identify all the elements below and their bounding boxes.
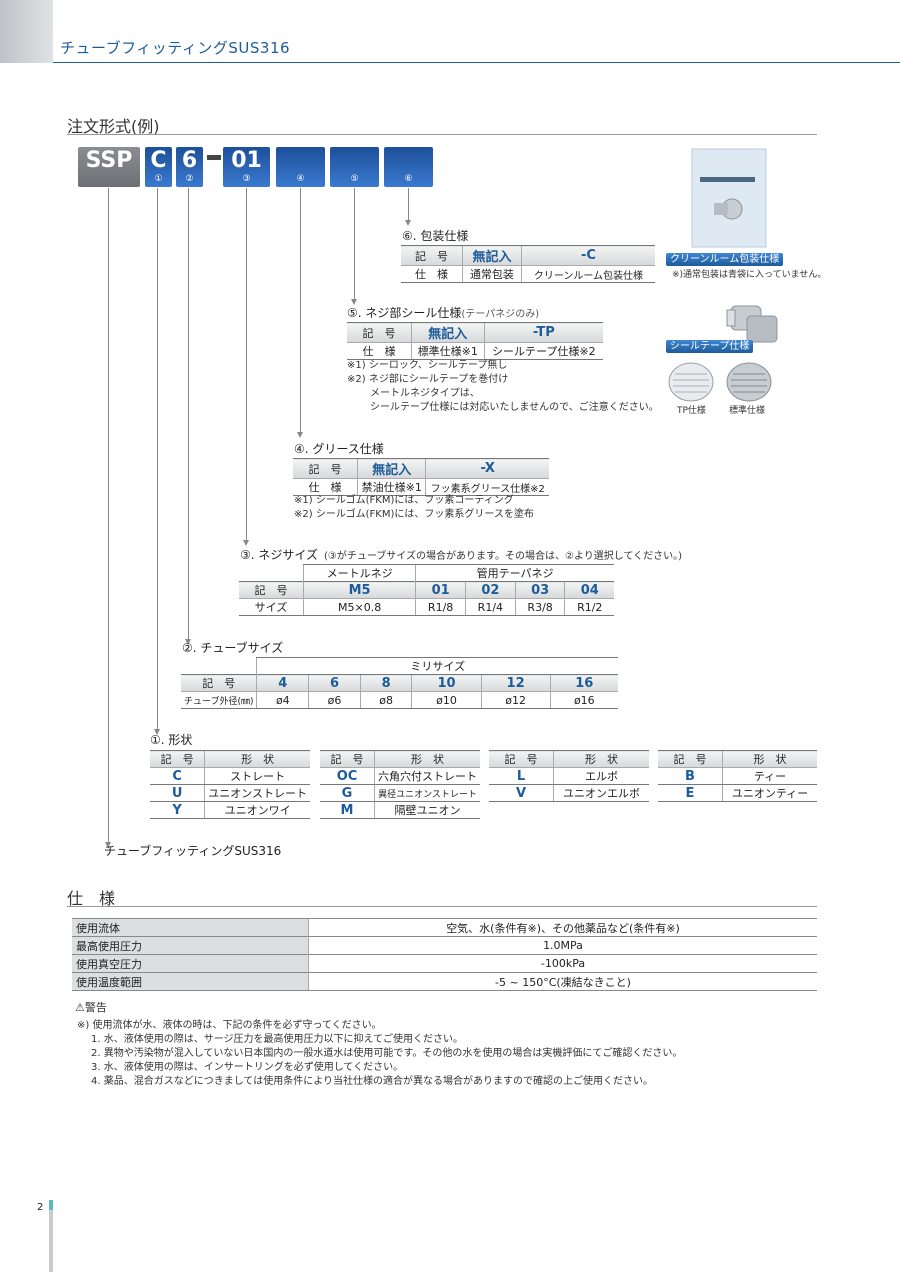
connector-thread xyxy=(246,188,247,544)
series-name: チューブフィッティングSUS316 xyxy=(104,844,282,858)
packaging-table: 記 号無記入-C 仕 様通常包装クリーンルーム包装仕様 xyxy=(401,245,655,283)
grease-title: ④. グリース仕様 xyxy=(294,442,384,456)
thread-title: ③. ネジサイズ(③がチューブサイズの場合があります。その場合は、②より選択して… xyxy=(240,548,683,562)
connector-grease xyxy=(300,188,301,436)
tube-title: ②. チューブサイズ xyxy=(182,641,284,655)
arrow-shape xyxy=(154,729,160,735)
arrow-tube xyxy=(185,639,191,645)
code-box-seal: ⑤ xyxy=(330,147,379,187)
thread-comparison-photo xyxy=(668,362,772,402)
cleanroom-bag-photo xyxy=(691,148,767,248)
connector-tube xyxy=(188,188,189,643)
arrow-packaging xyxy=(405,220,411,226)
spec-section-rule xyxy=(67,906,817,907)
sealtape-tag: シールテープ仕様 xyxy=(666,340,754,353)
connector-packaging xyxy=(408,188,409,224)
spec-section-title: 仕 様 xyxy=(67,889,116,908)
standard-label: 標準仕様 xyxy=(729,406,766,416)
cleanroom-tag: クリーンルーム包装仕様 xyxy=(666,253,784,266)
order-section-title: 注文形式(例) xyxy=(67,117,160,136)
tp-label: TP仕様 xyxy=(677,406,706,416)
shape-title: ①. 形状 xyxy=(150,733,193,747)
connector-shape xyxy=(157,188,158,733)
code-box-grease: ④ xyxy=(276,147,325,187)
connector-series xyxy=(108,188,109,848)
elbow-fitting-photo xyxy=(726,305,778,343)
seal-title: ⑤. ネジ部シール仕様(テーパネジのみ) xyxy=(347,306,540,320)
packaging-title: ⑥. 包装仕様 xyxy=(402,229,469,243)
page-number: 2 xyxy=(37,1202,44,1213)
arrow-grease xyxy=(297,432,303,438)
warning-notes: ※) 使用流体が水、液体の時は、下記の条件を必ず守ってください。 1. 水、液体… xyxy=(77,1020,683,1087)
code-box-packaging: ⑥ xyxy=(384,147,433,187)
seal-notes: ※1) シーロック、シールテープ無し ※2) ネジ部にシールテープを巻付け メー… xyxy=(347,360,659,413)
cleanroom-note: ※)通常包装は青袋に入っていません。 xyxy=(672,270,827,280)
header-side-bar xyxy=(0,0,53,63)
page-strip xyxy=(49,1200,53,1272)
code-box-series: SSP xyxy=(78,147,140,187)
title-rule xyxy=(53,62,900,63)
grease-notes: ※1) シールゴム(FKM)には、フッ素コーティング ※2) シールゴム(FKM… xyxy=(294,495,534,520)
arrow-series xyxy=(105,842,111,848)
order-section-rule xyxy=(67,134,817,135)
page-title: チューブフィッティングSUS316 xyxy=(60,39,291,57)
connector-seal xyxy=(354,188,355,303)
warning-title: ⚠警告 xyxy=(75,1001,107,1014)
arrow-thread xyxy=(243,540,249,546)
arrow-seal xyxy=(351,299,357,305)
code-dash xyxy=(207,155,221,160)
